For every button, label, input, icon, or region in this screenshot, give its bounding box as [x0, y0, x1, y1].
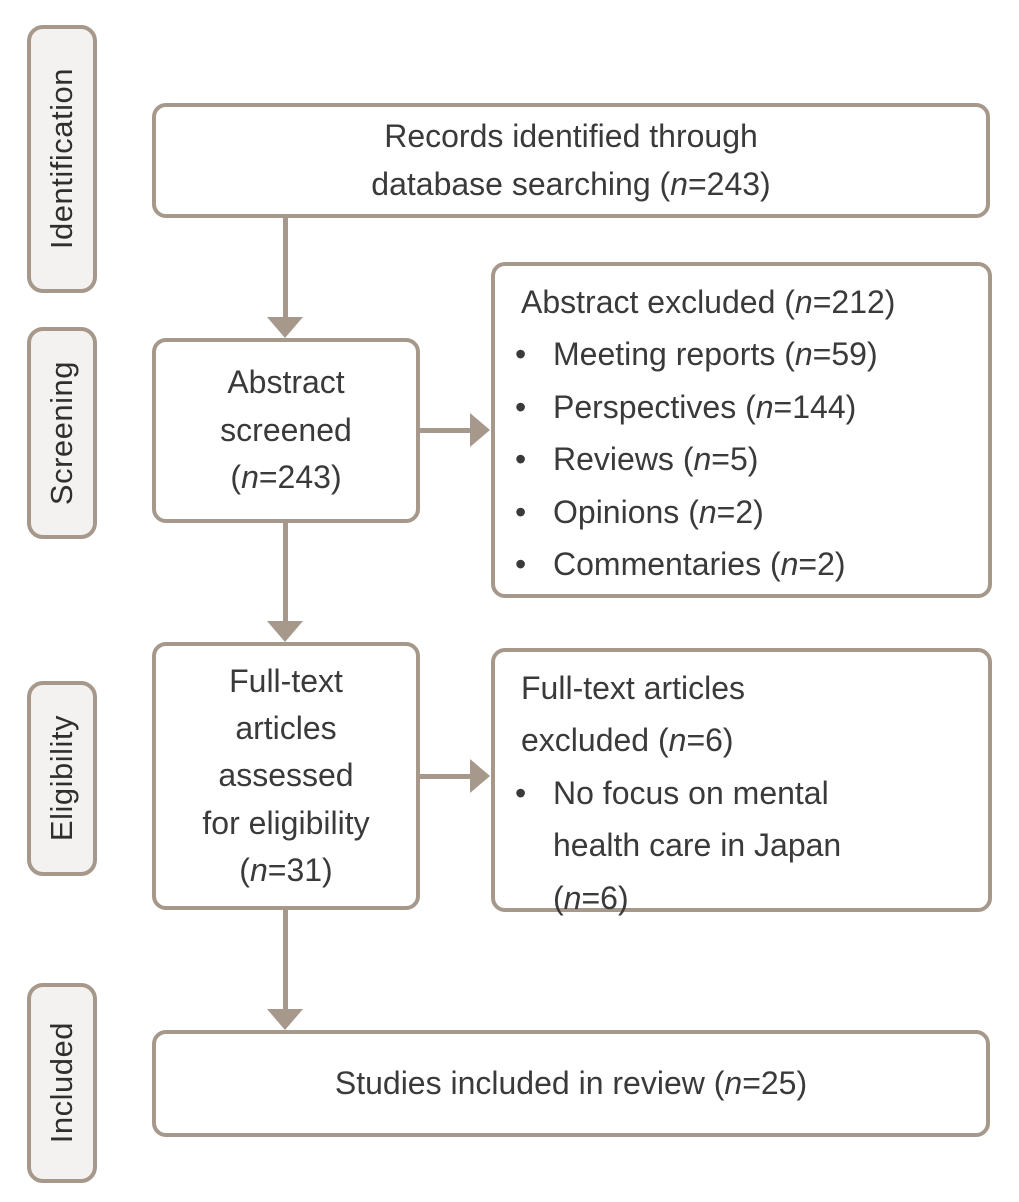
box-screened-line-2: screened: [220, 411, 352, 448]
stage-screening: Screening: [27, 327, 97, 539]
box-records-identified: Records identified through database sear…: [152, 103, 990, 218]
stage-eligibility: Eligibility: [27, 681, 97, 876]
box-fulltext-line-5: (n=31): [239, 852, 333, 889]
abstract-excluded-item: Commentaries (n=2): [515, 538, 972, 591]
abstract-excluded-list: Meeting reports (n=59) Perspectives (n=1…: [515, 328, 972, 591]
box-abstract-screened: Abstract screened (n=243): [152, 338, 420, 523]
box-records-line-1: Records identified through: [384, 118, 758, 155]
stage-screening-label: Screening: [44, 360, 79, 506]
box-fulltext-line-1: Full-text: [229, 662, 343, 699]
abstract-excluded-item: Perspectives (n=144): [515, 381, 972, 434]
arrow-line-screened-to-excluded: [418, 428, 471, 433]
arrow-head-records-to-screened: [267, 317, 303, 338]
box-fulltext-line-4: for eligibility: [202, 804, 370, 841]
box-records-line-2: database searching (n=243): [371, 165, 771, 202]
arrow-head-fulltext-to-included: [267, 1009, 303, 1030]
abstract-excluded-item: Reviews (n=5): [515, 433, 972, 486]
stage-included: Included: [27, 983, 97, 1183]
arrow-line-records-to-screened: [283, 218, 288, 318]
box-included-line-1: Studies included in review (n=25): [334, 1064, 808, 1101]
stage-eligibility-label: Eligibility: [44, 715, 79, 842]
arrow-line-screened-to-fulltext: [283, 523, 288, 622]
arrow-line-fulltext-to-excluded: [418, 774, 471, 779]
box-abstract-excluded: Abstract excluded (n=212) Meeting report…: [491, 262, 992, 598]
box-screened-line-1: Abstract: [227, 364, 345, 401]
fulltext-excluded-item-text: No focus on mental health care in Japan …: [553, 774, 842, 916]
stage-identification: Identification: [27, 25, 97, 293]
box-studies-included: Studies included in review (n=25): [152, 1030, 990, 1137]
box-fulltext-line-2: articles: [235, 709, 337, 746]
arrow-line-fulltext-to-included: [283, 910, 288, 1010]
box-fulltext-line-3: assessed: [218, 757, 354, 794]
fulltext-excluded-title-line-1: Full-text articles: [521, 670, 746, 706]
stage-identification-label: Identification: [44, 68, 79, 250]
stage-included-label: Included: [44, 1022, 79, 1144]
arrow-head-screened-to-fulltext: [267, 621, 303, 642]
fulltext-excluded-title-line-2: excluded (n=6): [521, 722, 734, 759]
arrow-head-screened-to-excluded: [470, 413, 490, 447]
box-fulltext-excluded: Full-text articles excluded (n=6) No foc…: [491, 648, 992, 916]
fulltext-excluded-list: No focus on mental health care in Japan …: [515, 767, 972, 924]
abstract-excluded-item: Opinions (n=2): [515, 486, 972, 539]
fulltext-excluded-item: No focus on mental health care in Japan …: [515, 767, 972, 924]
abstract-excluded-title: Abstract excluded (n=212): [521, 284, 896, 320]
abstract-excluded-item: Meeting reports (n=59): [515, 328, 972, 381]
box-fulltext-assessed: Full-text articles assessed for eligibil…: [152, 642, 420, 910]
box-screened-line-3: (n=243): [230, 459, 342, 496]
arrow-head-fulltext-to-excluded: [470, 759, 490, 793]
